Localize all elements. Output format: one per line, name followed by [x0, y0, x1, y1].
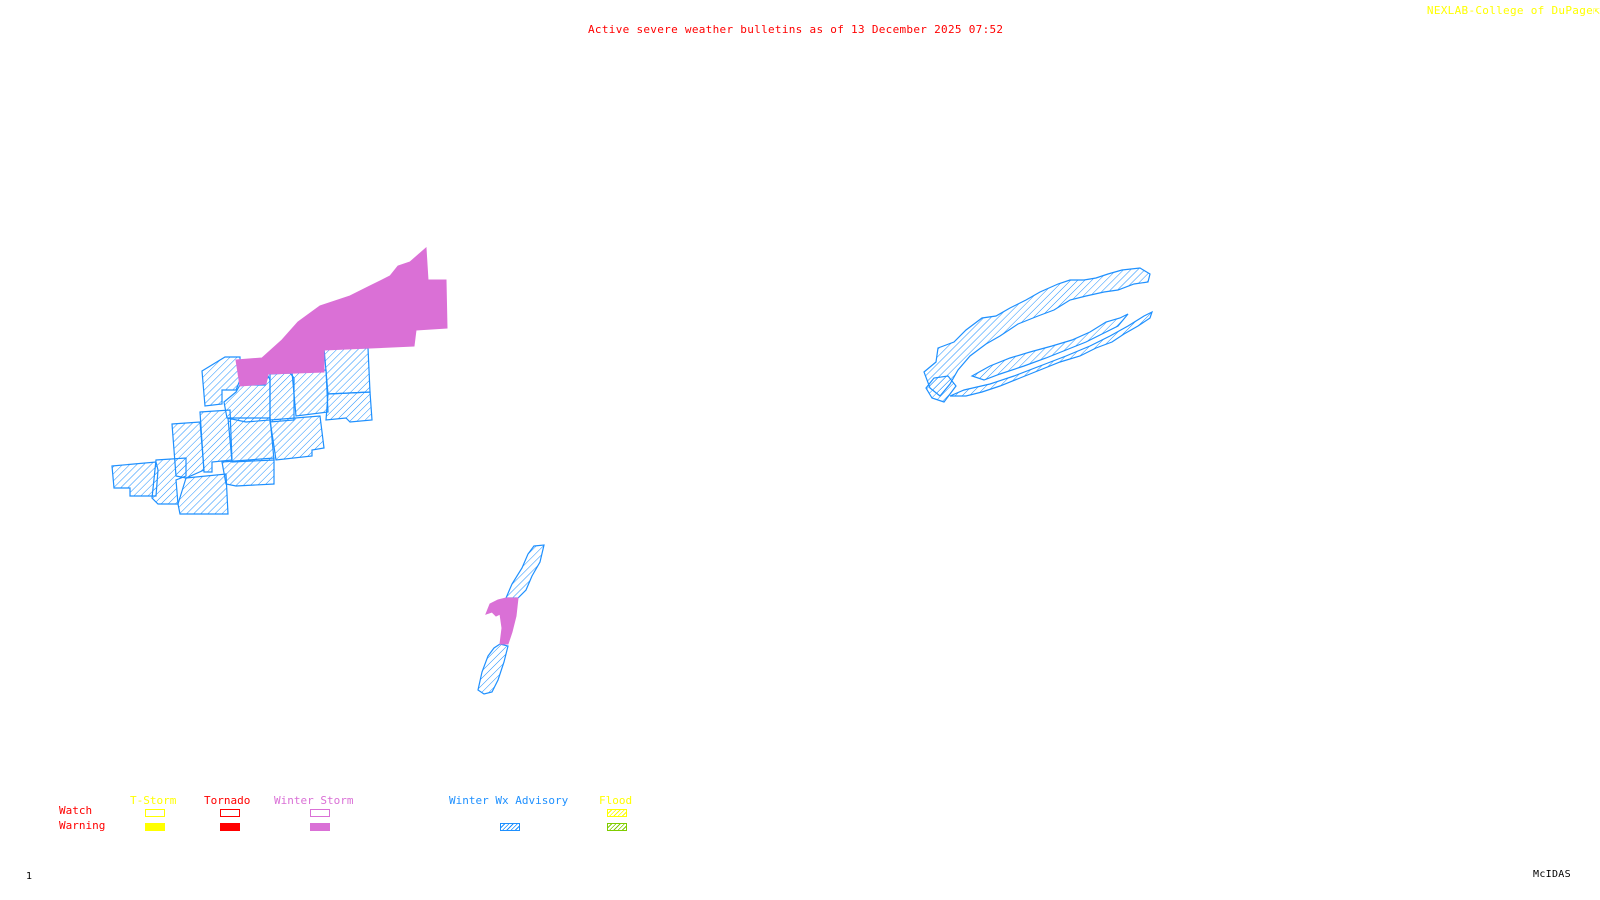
flood-warning-swatch	[607, 823, 627, 831]
advisory-polygon	[970, 313, 1129, 381]
county-polygon	[201, 356, 241, 407]
region-ridge-winter-storm-warning	[485, 597, 519, 645]
software-label: McIDAS	[1533, 869, 1571, 880]
map-title: Active severe weather bulletins as of 13…	[588, 23, 1004, 36]
region-lake-erie-winter-storm-warning	[235, 246, 448, 387]
frame-number: 1	[26, 871, 33, 882]
warning-polygon	[235, 246, 448, 387]
tornado-warning-swatch	[220, 823, 240, 831]
advisory-polygon	[925, 375, 957, 403]
tstorm-watch-swatch	[145, 809, 165, 817]
advisory-polygon	[949, 310, 1154, 397]
advisory-polygon	[505, 544, 545, 599]
county-polygon	[325, 391, 373, 423]
region-ridge-advisory	[477, 544, 545, 695]
county-polygon	[177, 473, 229, 515]
county-polygon	[269, 415, 325, 461]
nexlab-logo-icon: ⇱	[1593, 4, 1600, 17]
county-polygon	[199, 409, 233, 473]
tornado-watch-swatch	[220, 809, 240, 817]
flood-watch-swatch	[607, 809, 627, 817]
legend-col-tornado: Tornado	[204, 794, 251, 807]
county-polygon	[323, 347, 371, 395]
county-polygon	[221, 457, 275, 487]
county-polygon	[111, 461, 159, 497]
legend-col-flood: Flood	[599, 794, 633, 807]
legend-col-winter-wx-advisory: Winter Wx Advisory	[449, 794, 569, 807]
legend-col-tstorm: T-Storm	[130, 794, 177, 807]
legend-row-warning: Warning	[59, 819, 106, 832]
credit-text: NEXLAB-College of DuPage	[1426, 4, 1594, 17]
winter-wx-advisory-swatch	[500, 823, 520, 831]
county-polygon	[291, 369, 329, 417]
advisory-polygon	[477, 643, 509, 695]
winter-storm-watch-swatch	[310, 809, 330, 817]
legend-row-watch: Watch	[59, 804, 93, 817]
legend-col-winter-storm: Winter Storm	[274, 794, 354, 807]
tstorm-warning-swatch	[145, 823, 165, 831]
region-northern-ohio-advisory	[111, 347, 373, 515]
county-polygon	[151, 457, 187, 505]
winter-storm-warning-swatch	[310, 823, 330, 831]
county-polygon	[269, 372, 295, 423]
credit-label: NEXLAB-College of DuPage⇱	[1427, 5, 1600, 17]
warning-polygon	[485, 597, 519, 645]
county-polygon	[227, 417, 275, 463]
region-long-island-advisory	[923, 267, 1154, 403]
